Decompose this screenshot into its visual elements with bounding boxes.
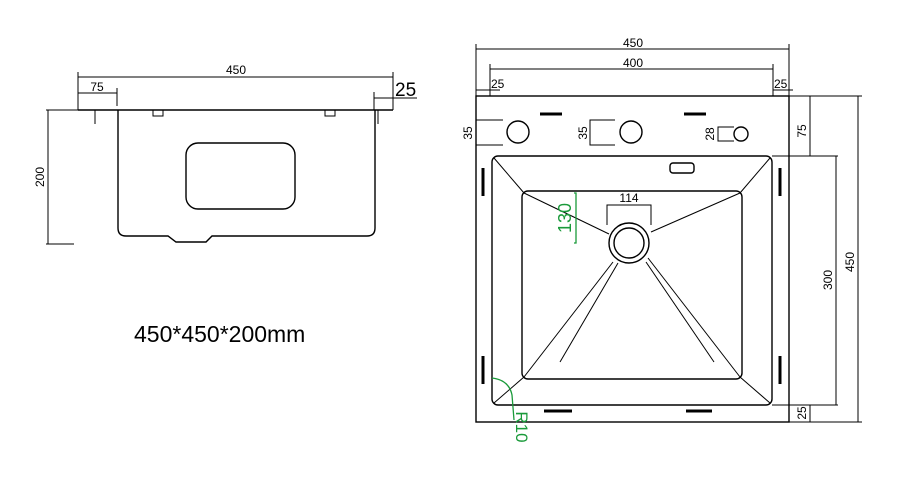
bowl-height-label: 300 — [821, 270, 835, 290]
hole2-label: 35 — [576, 126, 590, 140]
drain-offset-label: 130 — [555, 203, 575, 233]
dimensions-caption: 450*450*200mm — [134, 321, 305, 347]
top-left-margin-label: 25 — [491, 77, 505, 91]
drain-outer — [608, 222, 650, 264]
side-depth-label: 200 — [33, 167, 47, 187]
top-margin-label: 75 — [795, 124, 809, 138]
outer-height-label: 450 — [843, 252, 857, 272]
side-lip-label: 25 — [395, 80, 416, 101]
top-inner-width-label: 400 — [623, 56, 643, 70]
tap-hole-2 — [619, 120, 643, 144]
tap-hole-1 — [506, 120, 530, 144]
top-right-margin-label: 25 — [774, 77, 788, 91]
drain-inner — [613, 227, 645, 259]
top-view: 450 400 25 25 35 35 — [461, 36, 862, 443]
side-width-label: 450 — [226, 63, 246, 77]
side-inset-label: 75 — [90, 80, 104, 94]
top-outer-width-label: 450 — [623, 36, 643, 50]
hole1-label: 35 — [461, 126, 475, 140]
tap-hole-3 — [733, 126, 749, 142]
bottom-margin-label: 25 — [795, 406, 809, 420]
overflow-slot — [669, 162, 695, 174]
side-view: 450 75 25 200 — [33, 63, 417, 245]
hole3-label: 28 — [703, 127, 717, 141]
drain-width-label: 114 — [619, 191, 638, 205]
corner-radius-label: R10 — [512, 411, 531, 442]
